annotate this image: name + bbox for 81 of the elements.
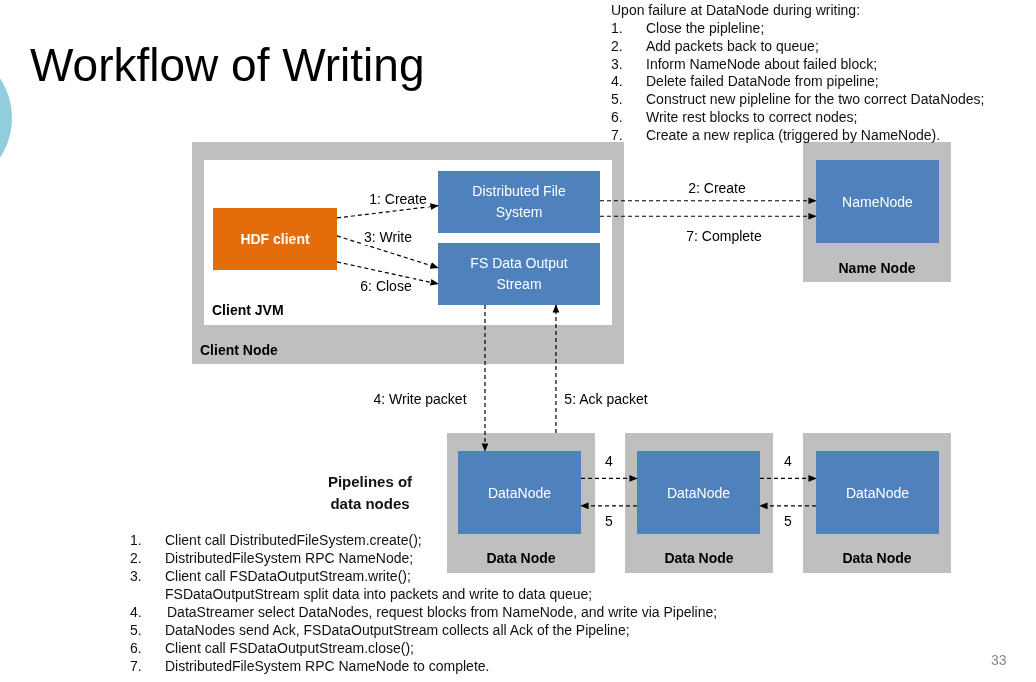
note-text: Upon failure at DataNode during writing: <box>611 2 861 19</box>
container-box <box>447 433 595 573</box>
edge-label: 3: Write <box>362 229 414 245</box>
page-number: 33 <box>991 652 1007 669</box>
edge-label: 7: Complete <box>684 228 764 244</box>
process-box <box>816 451 939 534</box>
note-text: DataNodes send Ack, FSDataOutputStream collects all Ack of the Pipeline; <box>165 622 630 639</box>
edge-label: 5 <box>782 513 794 529</box>
container-label: Name Node <box>837 259 917 277</box>
note-text: Add packets back to queue; <box>646 37 819 55</box>
container-label: Data Node <box>485 549 557 567</box>
container-label: Data Node <box>663 549 735 567</box>
container-label: Client Node <box>200 341 278 359</box>
arrow <box>599 212 817 220</box>
list-number: 2. <box>611 37 623 55</box>
note-text: Close the pipleline; <box>646 20 765 37</box>
note-text: FSDataOutputStream split data into packets and write to data queue; <box>165 586 593 603</box>
note-text: Inform NameNode about failed block; <box>646 55 878 73</box>
node-label: DataNode <box>486 483 552 502</box>
note-text: Client call DistributedFileSystem.create(); <box>165 532 422 549</box>
node-label: DataNode <box>665 483 731 502</box>
edge-label: 4 <box>782 453 794 469</box>
process-box <box>637 451 760 534</box>
slide-title: Workflow of Writing <box>30 38 425 92</box>
arrow <box>481 304 489 452</box>
edge-label: 5 <box>603 513 615 529</box>
note-text: DataStreamer select DataNodes, request blocks from NameNode, and write via Pipeline; <box>167 604 718 621</box>
list-number: 3. <box>611 55 623 73</box>
container-box <box>803 142 951 282</box>
edge-label: 1: Create <box>367 191 429 207</box>
list-number: 7. <box>611 126 623 144</box>
note-text: Delete failed DataNode from pipeline; <box>646 73 879 91</box>
node-label: NameNode <box>841 192 914 211</box>
process-box <box>438 243 600 305</box>
container-box <box>192 142 624 364</box>
list-number: 4. <box>130 604 142 621</box>
list-number: 4. <box>611 73 623 91</box>
arrow <box>759 502 817 510</box>
list-number: 1. <box>611 20 623 37</box>
node-label: DataNode <box>844 483 910 502</box>
arrow <box>336 235 439 269</box>
process-box <box>438 171 600 233</box>
process-box <box>213 208 337 270</box>
list-number: 2. <box>130 550 142 567</box>
list-number: 1. <box>130 532 142 549</box>
list-number: 5. <box>130 622 142 639</box>
edge-label: 6: Close <box>358 278 414 294</box>
arrow <box>759 475 817 482</box>
list-number: 5. <box>611 91 623 109</box>
edge-label: 2: Create <box>686 180 748 196</box>
note-text: DistributedFileSystem RPC NameNode; <box>165 550 414 567</box>
node-label: Distributed File System <box>471 182 567 222</box>
note-text: Pipelines of data nodes <box>326 472 414 514</box>
container-box <box>625 433 773 573</box>
arrow <box>336 261 439 286</box>
note-text: Write rest blocks to correct nodes; <box>646 109 858 126</box>
node-label: HDF client <box>239 229 311 249</box>
note-text: Client call FSDataOutputStream.close(); <box>165 640 414 657</box>
container-box <box>204 160 612 325</box>
process-box <box>458 451 581 534</box>
node-label: FS Data Output Stream <box>469 254 569 294</box>
arrow <box>580 475 638 482</box>
note-text: Client call FSDataOutputStream.write(); <box>165 568 411 585</box>
container-label: Data Node <box>841 549 913 567</box>
edge-label: 4: Write packet <box>371 391 469 407</box>
list-number: 7. <box>130 658 142 675</box>
arrow <box>599 197 817 205</box>
note-text: Construct new pipleline for the two correct DataNodes; <box>646 91 985 109</box>
arrow <box>336 203 439 219</box>
note-text: Create a new replica (triggered by NameNode). <box>646 126 941 144</box>
edge-label: 5: Ack packet <box>562 391 650 407</box>
list-number: 6. <box>611 109 623 126</box>
edge-label: 4 <box>603 453 615 469</box>
arrow <box>552 304 560 434</box>
process-box <box>816 160 939 243</box>
arrow <box>580 502 638 510</box>
list-number: 3. <box>130 568 142 585</box>
note-text: DistributedFileSystem RPC NameNode to complete. <box>165 658 490 675</box>
container-label: Client JVM <box>212 301 284 319</box>
container-box <box>803 433 951 573</box>
list-number: 6. <box>130 640 142 657</box>
